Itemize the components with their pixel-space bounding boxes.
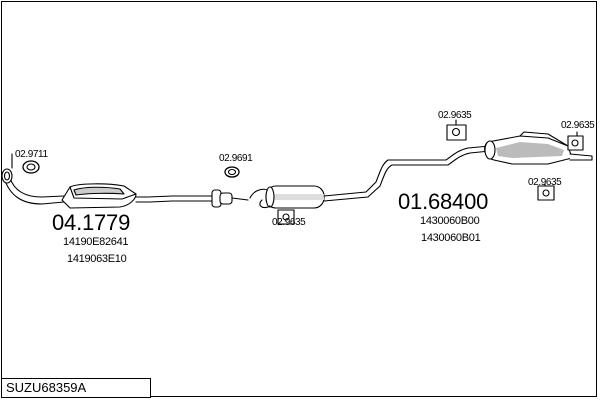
middle-joint-pipe bbox=[231, 197, 249, 201]
label-rear-hanger-bottom: 02.9635 bbox=[528, 177, 562, 188]
middle-clamp-ring bbox=[224, 166, 240, 178]
middle-hanger bbox=[277, 209, 295, 225]
front-section-oem-2: 1419063E10 bbox=[67, 253, 127, 265]
front-flange bbox=[1, 168, 13, 184]
catalytic-converter-shade bbox=[73, 186, 125, 196]
middle-resonator-end bbox=[265, 186, 275, 208]
front-section-oem-1: 14190E82641 bbox=[63, 236, 129, 248]
middle-resonator-shade bbox=[266, 194, 324, 200]
middle-hanger-link bbox=[259, 199, 271, 209]
catalytic-converter-edge bbox=[69, 186, 137, 200]
kit-code: SUZU68359A bbox=[6, 380, 87, 395]
front-downpipe bbox=[3, 177, 65, 205]
rear-muffler-front bbox=[484, 140, 496, 160]
rear-hanger-top-left bbox=[446, 124, 467, 141]
label-middle-clamp: 02.9691 bbox=[219, 153, 253, 164]
rear-muffler-shade bbox=[496, 142, 564, 158]
front-flange-inner bbox=[3, 171, 11, 181]
middle-clamp-ring-inner bbox=[227, 168, 237, 176]
label-front-clamp: 02.9711 bbox=[15, 149, 48, 160]
rear-section-oem-1: 1430060B00 bbox=[420, 215, 480, 227]
label-rear-hanger-top-right: 02.9635 bbox=[561, 120, 595, 131]
front-clamp-ring-inner bbox=[26, 163, 36, 171]
pipe-cat-to-middle-2 bbox=[135, 200, 213, 203]
rear-hanger-top-right-hole bbox=[571, 139, 579, 147]
rear-hanger-bottom-hole bbox=[542, 189, 550, 197]
middle-pipe-out bbox=[323, 145, 491, 197]
rear-section-oem-2: 1430060B01 bbox=[421, 232, 481, 244]
front-clamp-ring bbox=[22, 160, 40, 174]
front-section-number: 04.1779 bbox=[52, 210, 131, 235]
rear-section-number: 01.68400 bbox=[398, 189, 489, 214]
front-downpipe-inner bbox=[9, 177, 65, 198]
middle-pipe-out-2 bbox=[323, 150, 491, 202]
tailpipe bbox=[569, 153, 593, 161]
label-rear-hanger-top-left: 02.9635 bbox=[438, 110, 472, 121]
pipe-cat-to-middle bbox=[135, 195, 213, 198]
middle-joint-clamp bbox=[219, 192, 233, 205]
middle-pipe-in bbox=[249, 188, 269, 199]
rear-muffler-top bbox=[519, 131, 569, 147]
kit-code-box: SUZU68359A bbox=[1, 378, 151, 398]
label-middle-hanger: 02.9635 bbox=[272, 217, 306, 228]
rear-hanger-top-right bbox=[567, 135, 584, 151]
middle-hanger-hole bbox=[282, 213, 290, 221]
rear-hanger-bottom bbox=[537, 185, 555, 201]
rear-hanger-top-left-hole bbox=[451, 127, 461, 137]
